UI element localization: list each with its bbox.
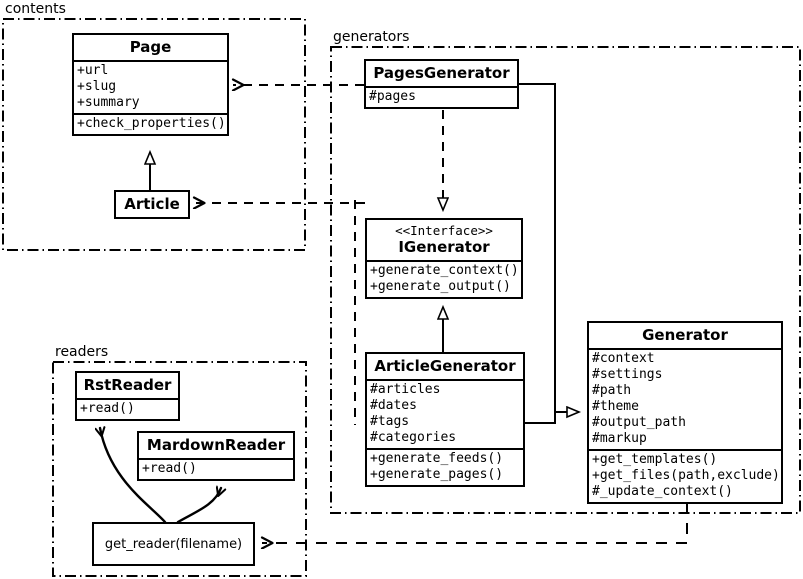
generalization-pagesgenerator-to-generator — [519, 83, 579, 412]
method-row: +generate_output() — [370, 279, 511, 294]
attribute-row: +summary — [77, 95, 140, 110]
class-box-rstreader[interactable]: RstReader +read() — [75, 371, 180, 421]
class-name-pagesgenerator: PagesGenerator — [373, 64, 510, 82]
method-row: +generate_context() — [370, 263, 519, 278]
class-name-generator: Generator — [642, 326, 728, 344]
method-row: +read() — [142, 461, 197, 476]
attribute-row: #path — [592, 383, 632, 398]
function-label-get-reader: get_reader(filename) — [104, 536, 243, 552]
package-label-readers: readers — [55, 344, 109, 360]
class-box-generator[interactable]: Generator #context #settings #path #them… — [587, 321, 783, 504]
attribute-row: #markup — [592, 431, 647, 446]
method-row: +generate_pages() — [370, 467, 504, 482]
class-name-igenerator: <<Interface>> IGenerator — [367, 220, 521, 260]
class-box-page[interactable]: Page +url +slug +summary +check_properti… — [72, 33, 229, 136]
package-label-generators: generators — [333, 29, 410, 45]
package-label-contents: contents — [5, 1, 66, 17]
methods-compartment-mardownreader: +read() — [139, 458, 293, 479]
attribute-row: +slug — [77, 79, 117, 94]
class-name-article: Article — [124, 195, 180, 213]
methods-compartment-igenerator: +generate_context() +generate_output() — [367, 260, 521, 297]
method-row: +check_properties() — [77, 116, 226, 131]
attributes-compartment-generator: #context #settings #path #theme #output_… — [589, 348, 781, 449]
attributes-compartment-articlegenerator: #articles #dates #tags #categories — [367, 379, 523, 448]
methods-compartment-generator: +get_templates() +get_files(path,exclude… — [589, 449, 781, 502]
attribute-row: #tags — [370, 414, 410, 429]
methods-compartment-page: +check_properties() — [74, 113, 227, 134]
class-name-articlegenerator: ArticleGenerator — [374, 357, 516, 375]
class-name-text-igenerator: IGenerator — [398, 238, 490, 256]
generalization-articlegenerator-to-generator — [525, 412, 556, 424]
method-row: +get_templates() — [592, 452, 718, 467]
class-box-articlegenerator[interactable]: ArticleGenerator #articles #dates #tags … — [365, 352, 525, 487]
class-box-igenerator[interactable]: <<Interface>> IGenerator +generate_conte… — [365, 218, 523, 299]
class-name-page: Page — [129, 38, 172, 56]
dependency-generator-to-get-reader — [262, 503, 688, 543]
association-get-reader-to-mardownreader — [176, 488, 221, 524]
class-name-rstreader: RstReader — [83, 376, 172, 394]
attribute-row: #settings — [592, 367, 663, 382]
attribute-row: #context — [592, 351, 655, 366]
method-row: +get_files(path,exclude) — [592, 468, 780, 483]
attribute-row: #theme — [592, 399, 639, 414]
class-stereotype-igenerator: <<Interface>> — [395, 223, 493, 238]
methods-compartment-rstreader: +read() — [77, 398, 178, 419]
function-box-get-reader[interactable]: get_reader(filename) — [92, 522, 255, 566]
class-box-article[interactable]: Article — [114, 190, 190, 219]
method-row: +generate_feeds() — [370, 451, 504, 466]
attribute-row: #output_path — [592, 415, 686, 430]
class-box-mardownreader[interactable]: MardownReader +read() — [137, 431, 295, 481]
attributes-compartment-page: +url +slug +summary — [74, 60, 227, 113]
attribute-row: #articles — [370, 382, 441, 397]
attribute-row: +url — [77, 63, 109, 78]
method-row: +read() — [80, 401, 135, 416]
attributes-compartment-pagesgenerator: #pages — [366, 86, 517, 107]
class-box-pagesgenerator[interactable]: PagesGenerator #pages — [364, 59, 519, 109]
attribute-row: #dates — [370, 398, 417, 413]
class-name-mardownreader: MardownReader — [146, 436, 286, 454]
method-row: #_update_context() — [592, 484, 733, 499]
methods-compartment-articlegenerator: +generate_feeds() +generate_pages() — [367, 448, 523, 485]
attribute-row: #categories — [370, 430, 457, 445]
attribute-row: #pages — [369, 89, 416, 104]
